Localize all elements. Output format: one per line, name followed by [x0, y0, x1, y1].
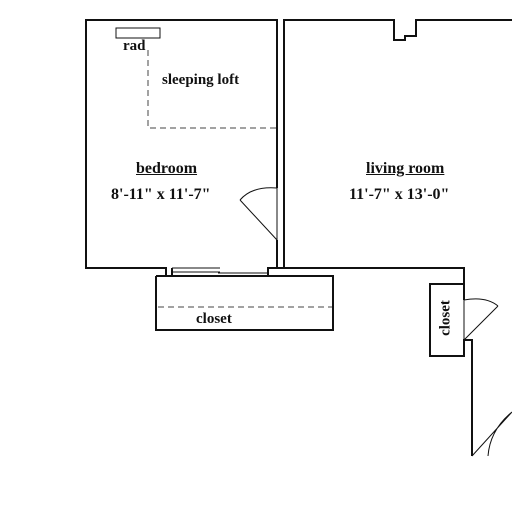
entry-door	[471, 411, 512, 457]
hall-closet-walls	[429, 283, 473, 456]
living-room-bottom-wall	[277, 240, 465, 284]
bedroom-wall-lower-right	[267, 240, 278, 276]
radiator-label: rad	[123, 38, 146, 54]
hall-closet-door	[463, 298, 499, 341]
radiator	[115, 27, 161, 39]
bedroom-dimensions: 8'-11" x 11'-7"	[111, 186, 211, 203]
bedroom-name: bedroom	[136, 160, 198, 177]
sleeping-loft-outline	[147, 50, 276, 129]
bedroom-walls	[85, 19, 278, 277]
living-room-dimensions: 11'-7" x 13'-0"	[349, 186, 450, 203]
living-room-name: living room	[366, 160, 445, 177]
bedroom-closet-sliders	[172, 267, 268, 277]
bedroom-closet-label: closet	[196, 311, 232, 327]
bedroom-door	[239, 187, 278, 241]
living-room-walls	[283, 19, 512, 240]
hall-closet-label: closet	[437, 300, 454, 336]
sleeping-loft-label: sleeping loft	[162, 72, 240, 88]
bedroom-closet-walls	[155, 275, 334, 331]
